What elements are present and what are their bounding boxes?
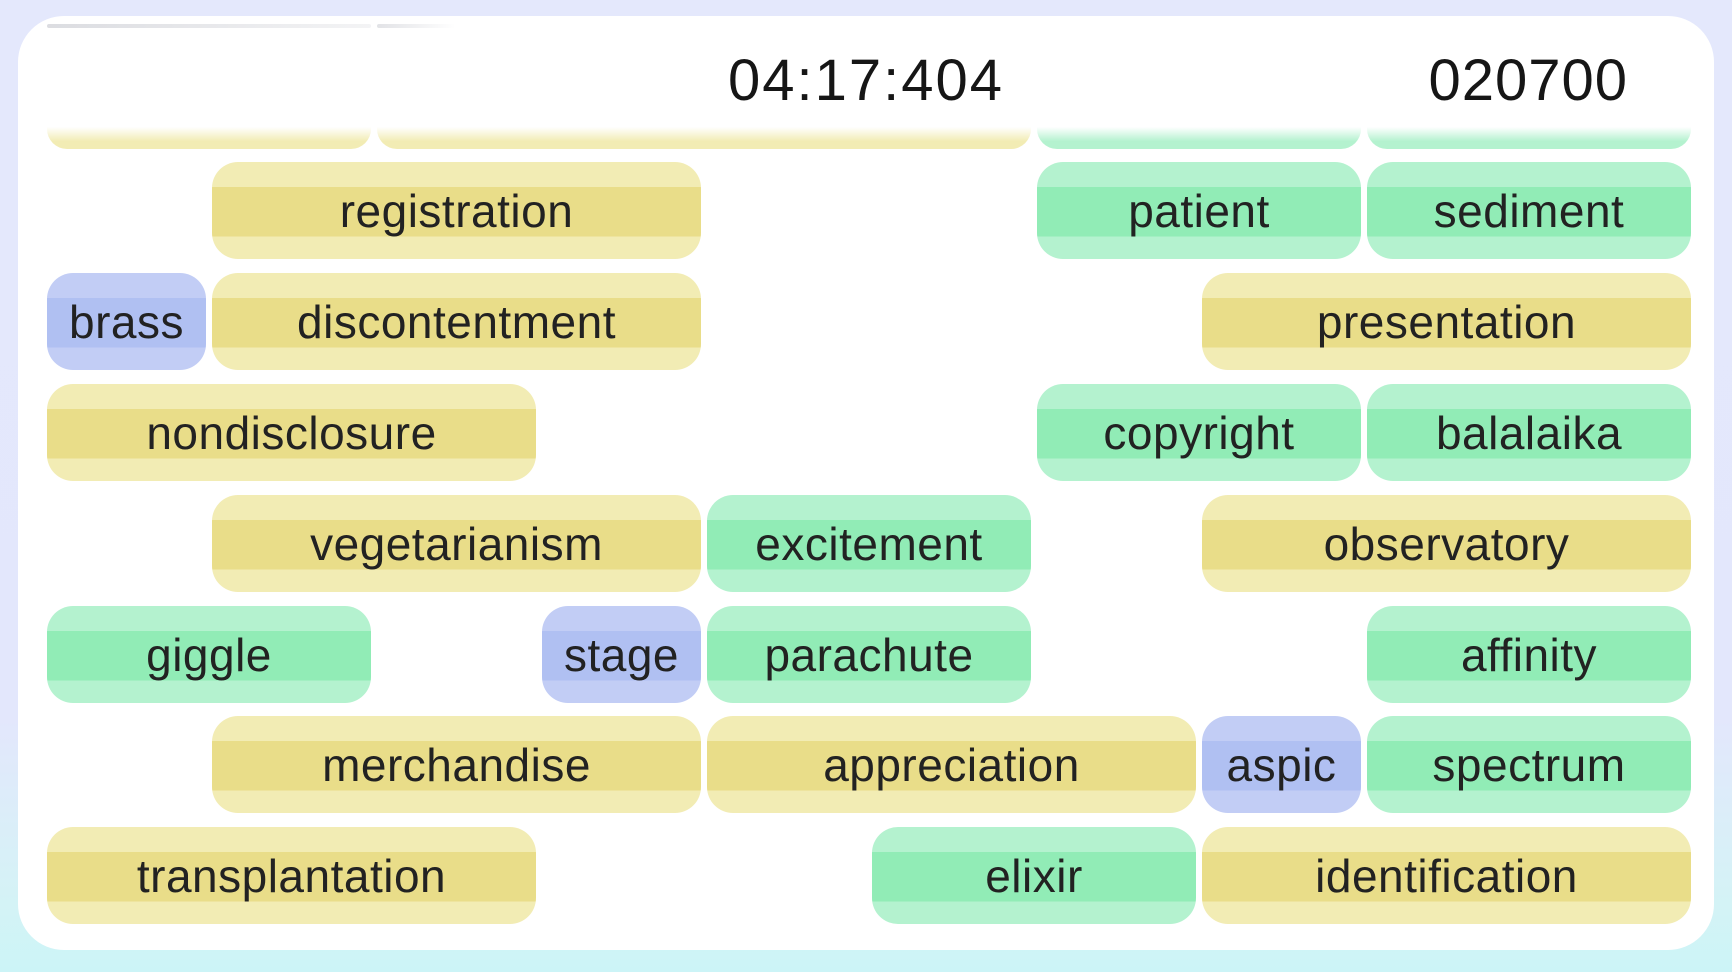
word-pill-spectrum[interactable]: spectrum (1367, 716, 1691, 813)
word-pill-discontentment[interactable]: discontentment (212, 273, 701, 370)
word-pill-stage[interactable]: stage (542, 606, 701, 703)
partial-word-pill (1037, 127, 1361, 149)
word-pill-sediment[interactable]: sediment (1367, 162, 1691, 259)
partial-word-pill (47, 127, 371, 149)
partial-word-pill (1367, 127, 1691, 149)
word-pill-parachute[interactable]: parachute (707, 606, 1031, 703)
word-pill-nondisclosure[interactable]: nondisclosure (47, 384, 536, 481)
word-pill-observatory[interactable]: observatory (1202, 495, 1691, 592)
word-pill-identification[interactable]: identification (1202, 827, 1691, 924)
word-pill-balalaika[interactable]: balalaika (1367, 384, 1691, 481)
word-pill-merchandise[interactable]: merchandise (212, 716, 701, 813)
word-pill-vegetarianism[interactable]: vegetarianism (212, 495, 701, 592)
scrolled-row-remnant (47, 24, 371, 28)
word-pill-patient[interactable]: patient (1037, 162, 1361, 259)
word-pill-brass[interactable]: brass (47, 273, 206, 370)
timer: 04:17:404 (727, 48, 1005, 113)
word-pill-excitement[interactable]: excitement (707, 495, 1031, 592)
word-pill-presentation[interactable]: presentation (1202, 273, 1691, 370)
word-pill-affinity[interactable]: affinity (1367, 606, 1691, 703)
word-pill-appreciation[interactable]: appreciation (707, 716, 1196, 813)
partial-word-pill (377, 127, 1031, 149)
word-pill-elixir[interactable]: elixir (872, 827, 1196, 924)
word-pill-copyright[interactable]: copyright (1037, 384, 1361, 481)
score: 020700 (1428, 48, 1628, 113)
word-pill-registration[interactable]: registration (212, 162, 701, 259)
word-pill-aspic[interactable]: aspic (1202, 716, 1361, 813)
scrolled-row-remnant (377, 24, 1031, 28)
word-pill-transplantation[interactable]: transplantation (47, 827, 536, 924)
word-pill-giggle[interactable]: giggle (47, 606, 371, 703)
